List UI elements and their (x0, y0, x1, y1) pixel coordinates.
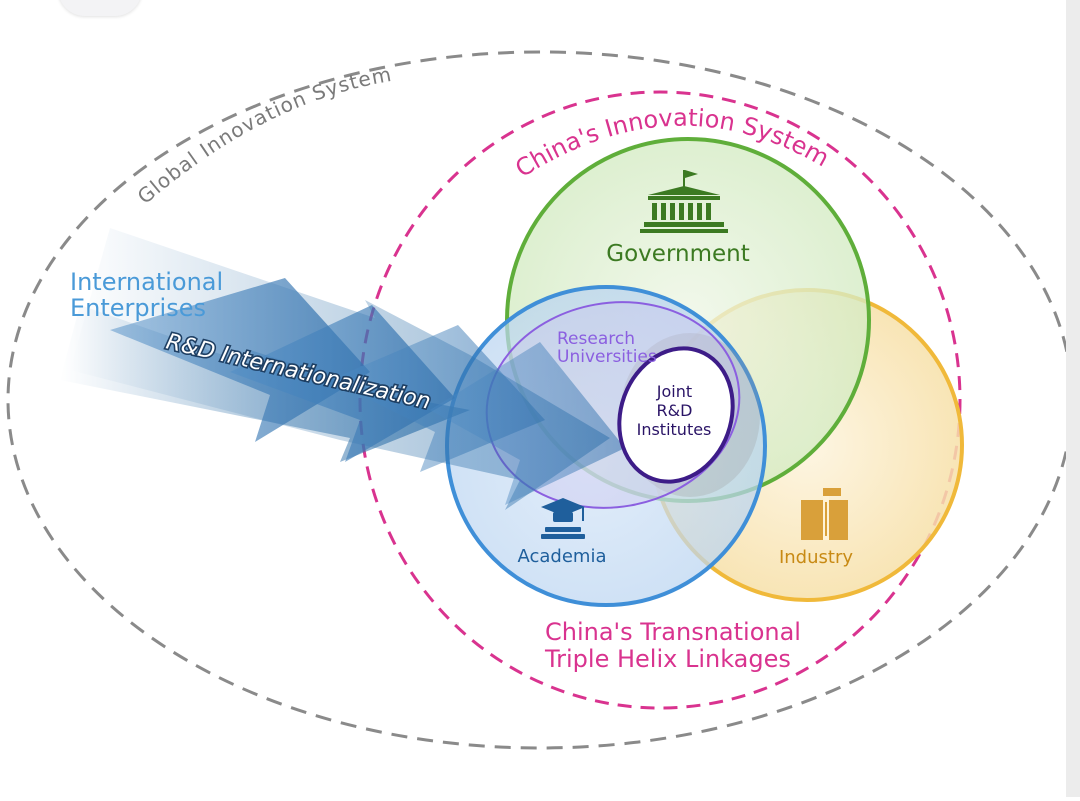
joint-rd-institutes-ellipse (617, 346, 735, 484)
transnational-triple-helix-label: China's Transnational Triple Helix Linka… (544, 618, 809, 673)
factory-icon (801, 488, 848, 540)
rd-internationalization-arrows (60, 228, 625, 510)
international-enterprises-label: International Enterprises (70, 268, 231, 322)
industry-label: Industry (779, 547, 853, 568)
graduation-cap-icon (541, 498, 585, 539)
academia-label: Academia (518, 546, 607, 567)
research-universities-label: Research Universities (557, 329, 657, 367)
arrow-head-4 (430, 342, 625, 505)
global-innovation-system-label: Global Innovation System (133, 62, 394, 209)
corner-round-button[interactable] (58, 0, 142, 16)
scrollbar[interactable] (1066, 0, 1080, 797)
arrow-head-1 (110, 278, 370, 442)
government-building-icon (640, 170, 728, 233)
joint-rd-institutes-label: Joint R&D Institutes (637, 382, 712, 439)
government-label: Government (606, 241, 749, 267)
